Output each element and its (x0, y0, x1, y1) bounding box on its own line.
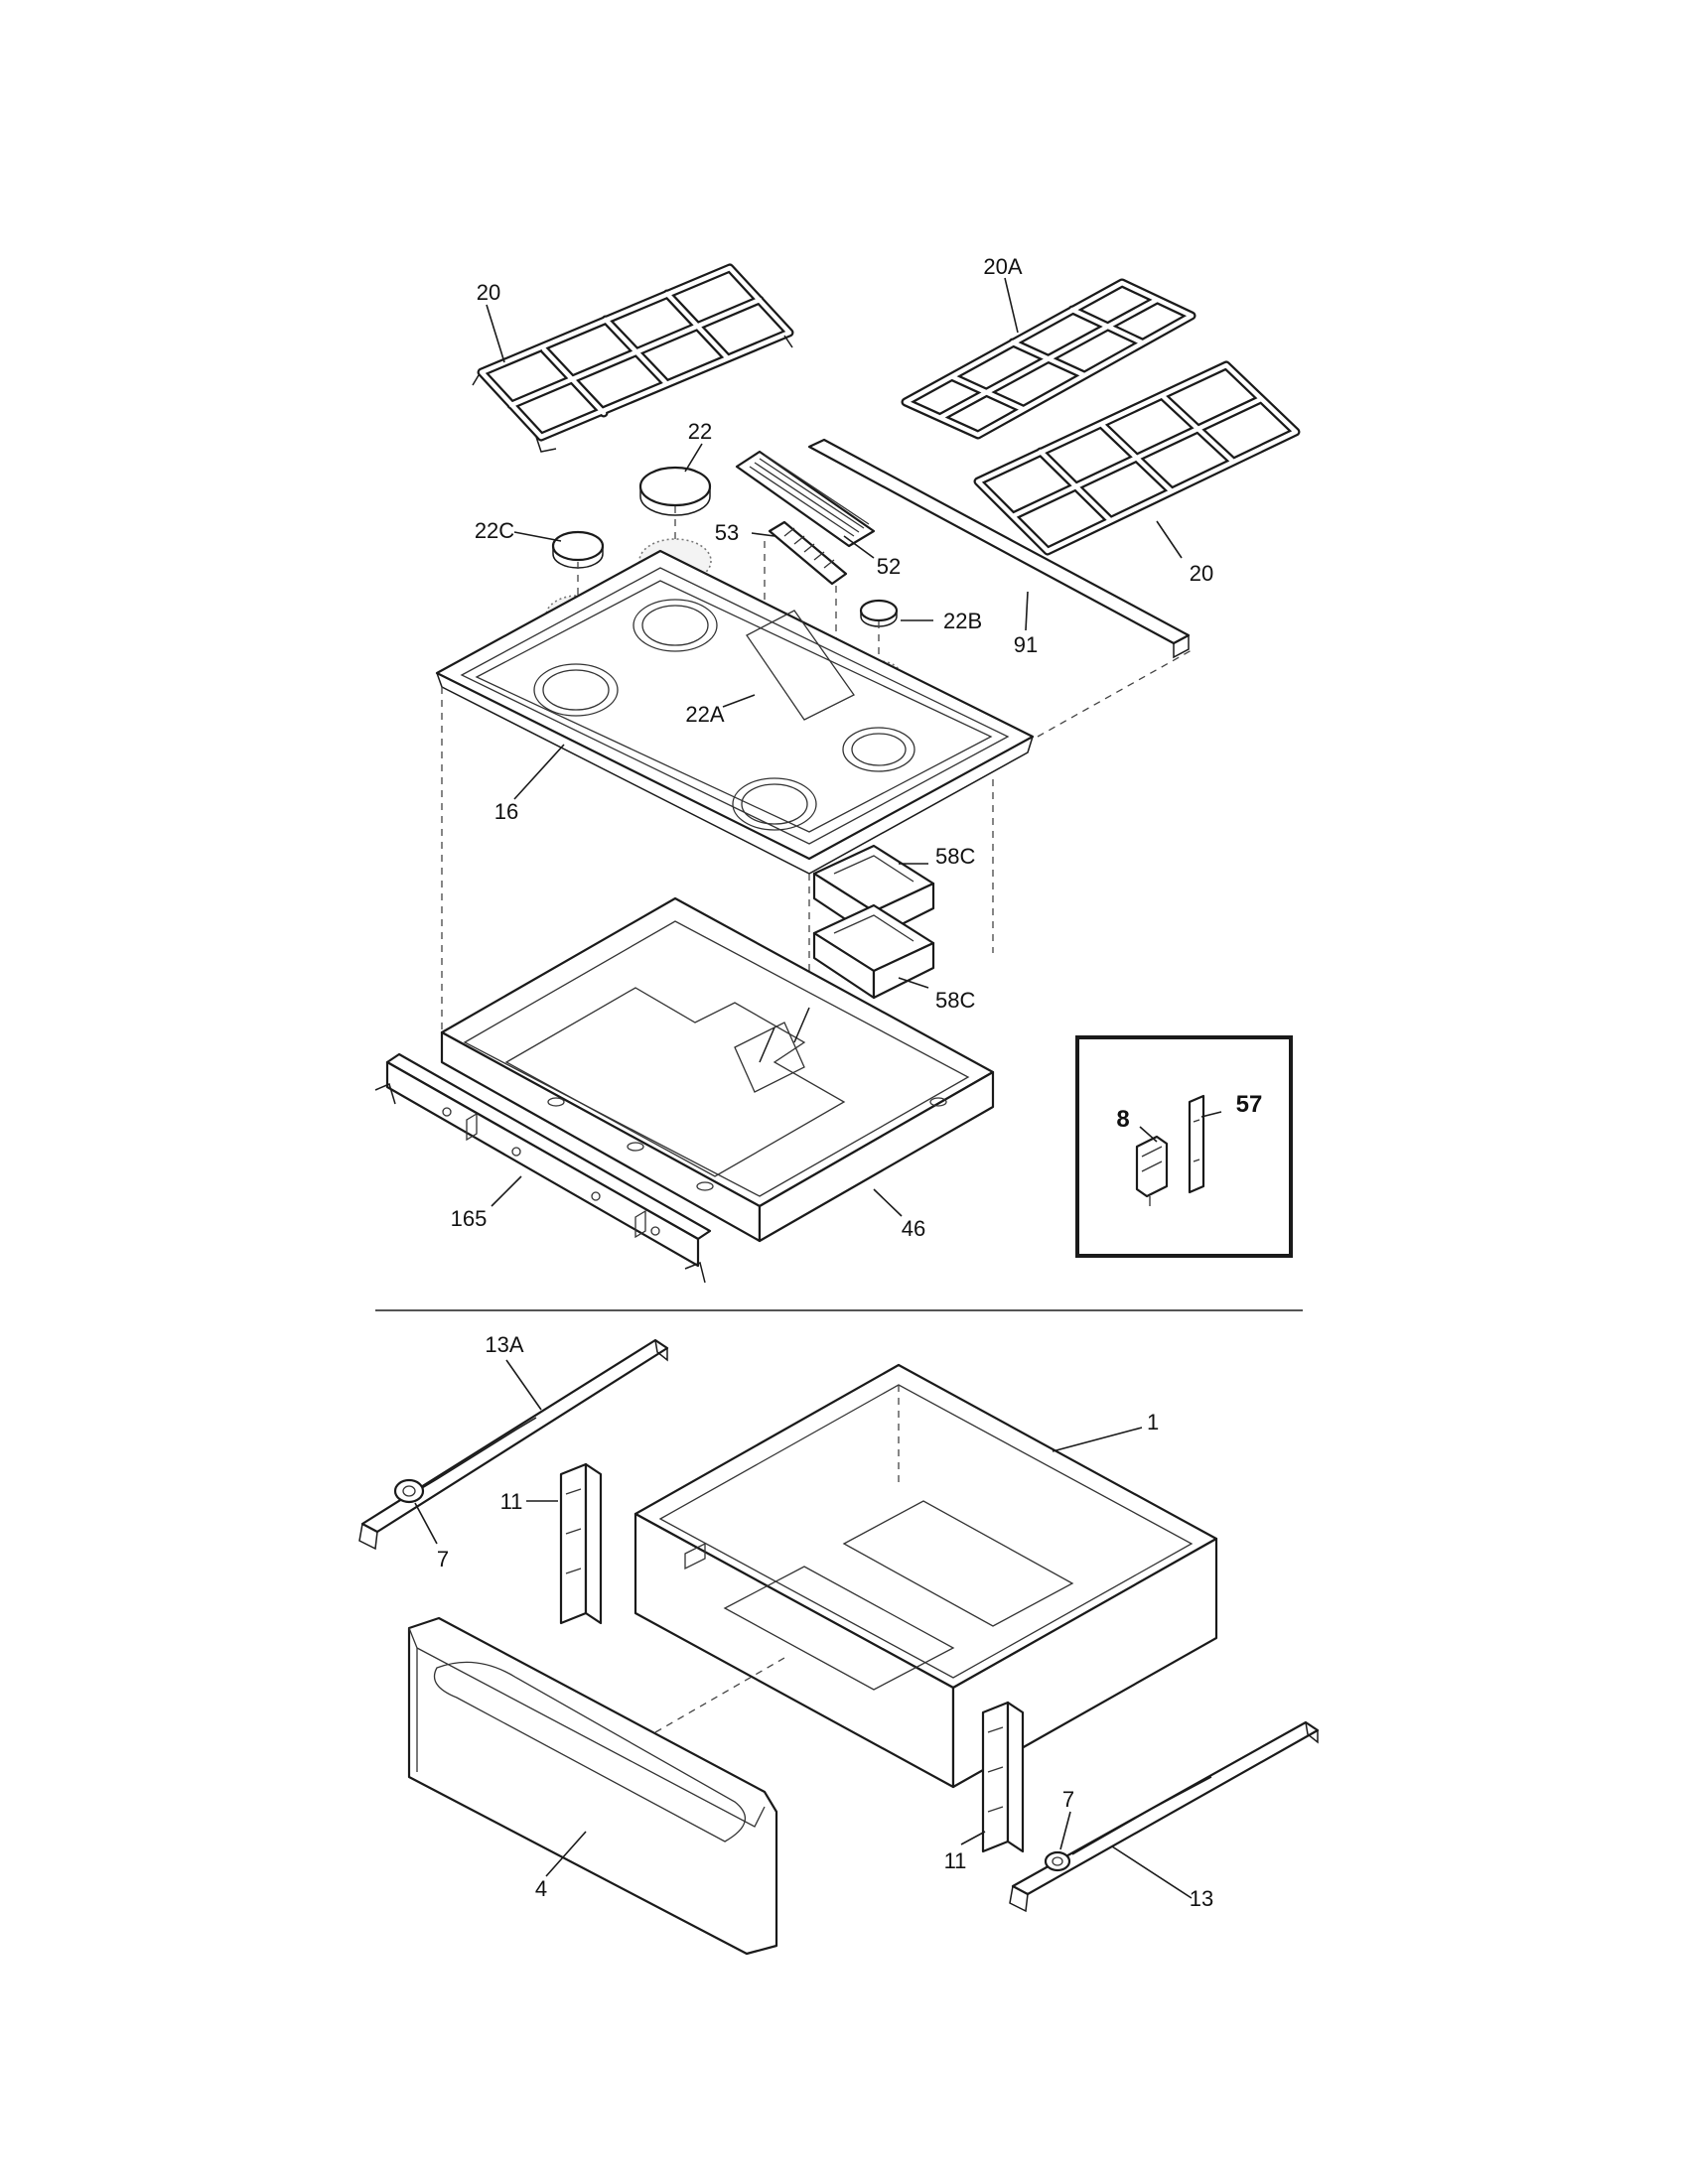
manifold-bracket (374, 1052, 712, 1284)
leader-lines (414, 277, 1222, 1899)
left-burner-grate (472, 263, 794, 453)
drawer-front-panel (407, 1616, 778, 1956)
callout-13: 13 (1190, 1886, 1213, 1911)
callout-22: 22 (688, 419, 712, 444)
callout-46: 46 (902, 1216, 925, 1241)
vent-grille (768, 520, 848, 586)
inset-detail-box (1075, 1035, 1293, 1258)
burner-box (440, 896, 995, 1243)
callout-7-right: 7 (1062, 1787, 1074, 1812)
drawer-rail-left (358, 1338, 669, 1551)
drawer-body (633, 1363, 1218, 1789)
callout-11-right: 11 (944, 1848, 967, 1873)
callout-91: 91 (1014, 632, 1038, 657)
center-burner-grate (901, 278, 1196, 440)
callout-16: 16 (494, 799, 518, 824)
drawer-bracket-left (559, 1462, 603, 1625)
callout-58c-lower: 58C (935, 988, 975, 1013)
callout-4: 4 (535, 1876, 547, 1901)
callout-labels: 20 20 20A 22 22A 22B 22C 53 52 91 16 58C… (437, 254, 1262, 1911)
callout-22a: 22A (685, 702, 724, 727)
callout-8: 8 (1116, 1106, 1129, 1133)
insulation-block-lower (812, 903, 935, 1000)
trim-strip (807, 438, 1191, 659)
spark-module (1135, 1135, 1169, 1206)
callout-13a: 13A (485, 1332, 523, 1357)
callout-53: 53 (715, 520, 739, 545)
callout-11-left: 11 (500, 1489, 523, 1514)
callout-165: 165 (451, 1206, 488, 1231)
callout-7-left: 7 (437, 1547, 449, 1571)
callout-22b: 22B (943, 609, 982, 633)
mounting-bracket (1188, 1094, 1205, 1194)
right-burner-grate (973, 360, 1301, 556)
callout-58c-upper: 58C (935, 844, 975, 869)
drawer-bracket-right (981, 1701, 1025, 1853)
callout-57: 57 (1236, 1091, 1263, 1118)
drawer-rail-right (1009, 1720, 1320, 1913)
callout-22c: 22C (475, 518, 514, 543)
callout-20a: 20A (983, 254, 1022, 279)
roller-7-left (393, 1478, 425, 1504)
callout-20-left: 20 (477, 280, 500, 305)
callout-20-right: 20 (1190, 561, 1213, 586)
vent-trim (735, 450, 876, 548)
burner-cap-22 (638, 466, 712, 516)
roller-7-right (1044, 1850, 1071, 1872)
cooktop (435, 549, 1035, 875)
callout-1: 1 (1147, 1410, 1159, 1434)
callout-52: 52 (877, 554, 901, 579)
